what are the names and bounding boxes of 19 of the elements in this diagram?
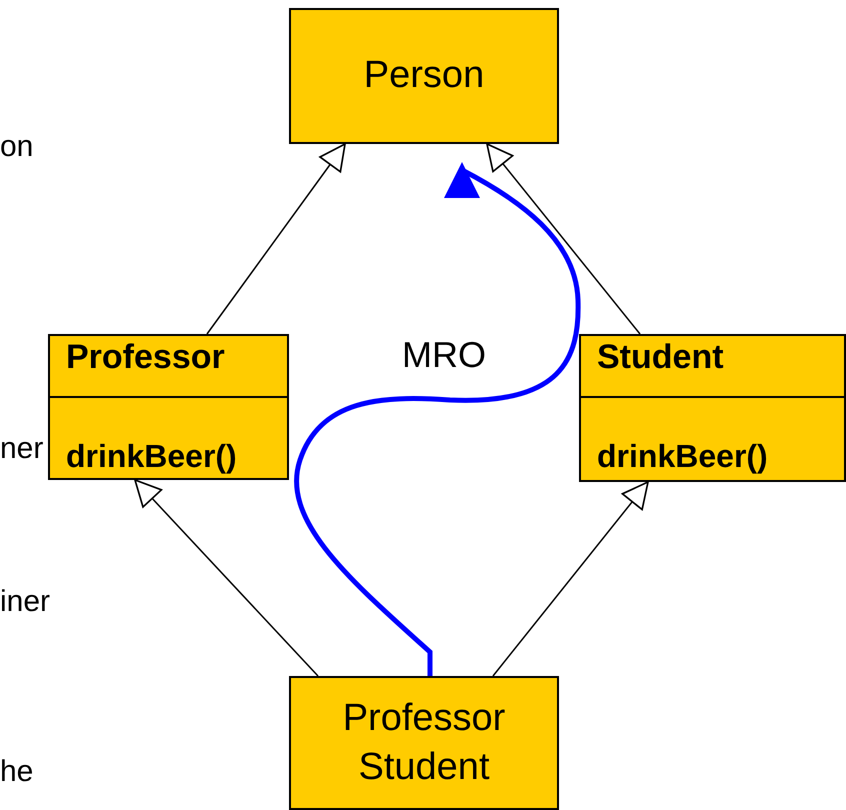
class-name: Student — [581, 336, 844, 398]
inheritance-arrow — [134, 479, 319, 677]
class-box — [579, 334, 846, 482]
inheritance-arrow — [486, 143, 641, 334]
method-name: drinkBeer() — [596, 437, 769, 475]
curved-arrow — [294, 162, 580, 676]
class-name: Person — [364, 53, 484, 98]
class-name: Professor — [50, 336, 287, 398]
class-box — [289, 676, 559, 810]
class-box — [48, 334, 289, 480]
class-name: Professor Student — [342, 696, 506, 790]
text-fragment: he — [0, 755, 34, 789]
text-fragment: iner — [0, 585, 50, 619]
text-fragment: on — [0, 130, 34, 164]
method-name: drinkBeer() — [65, 437, 238, 475]
inheritance-arrow — [492, 481, 649, 676]
class-box — [289, 8, 559, 144]
inheritance-arrow — [206, 143, 346, 334]
text-fragment: ner — [0, 432, 44, 466]
